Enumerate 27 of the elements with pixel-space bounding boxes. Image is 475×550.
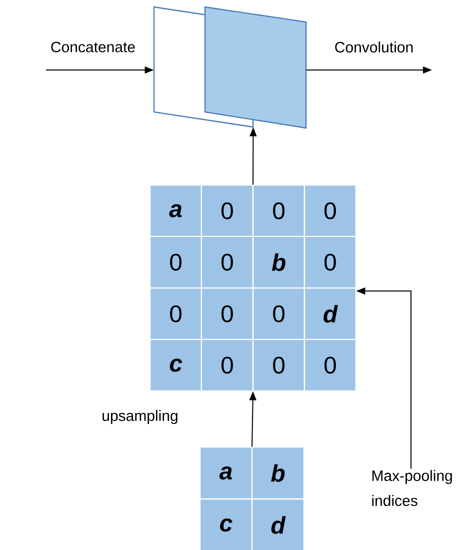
- annotation-text: Max-pooling indices: [372, 470, 452, 506]
- grid-cell: 0: [252, 184, 306, 238]
- edge-label: upsampling: [102, 410, 178, 424]
- grid-cell: 0: [200, 287, 254, 340]
- grid-cell: b: [252, 236, 306, 289]
- grid-cell: c: [149, 338, 202, 392]
- grid-cell: a: [199, 446, 253, 500]
- grid-cell: 0: [149, 287, 202, 340]
- grid-cell: 0: [252, 287, 306, 340]
- grid-cell: 0: [200, 236, 254, 289]
- edge-label: Convolution: [335, 42, 413, 52]
- grid-cell: c: [199, 498, 253, 550]
- matrix-grid: [199, 446, 305, 550]
- grid-cell: 0: [252, 338, 306, 392]
- grid-cell: d: [251, 498, 305, 550]
- grid-cell: 0: [200, 338, 254, 392]
- grid-cell: 0: [304, 184, 357, 238]
- grid-cell: b: [251, 446, 305, 500]
- grid-cell: 0: [304, 236, 357, 289]
- grid-cell: 0: [304, 338, 357, 392]
- grid-cell: d: [304, 287, 357, 340]
- feature-map: [204, 6, 307, 129]
- grid-cell: a: [149, 184, 202, 238]
- grid-cell: 0: [200, 184, 254, 238]
- matrix-grid: [149, 184, 357, 392]
- edge-label: Concatenate: [51, 42, 135, 52]
- grid-cell: 0: [149, 236, 202, 289]
